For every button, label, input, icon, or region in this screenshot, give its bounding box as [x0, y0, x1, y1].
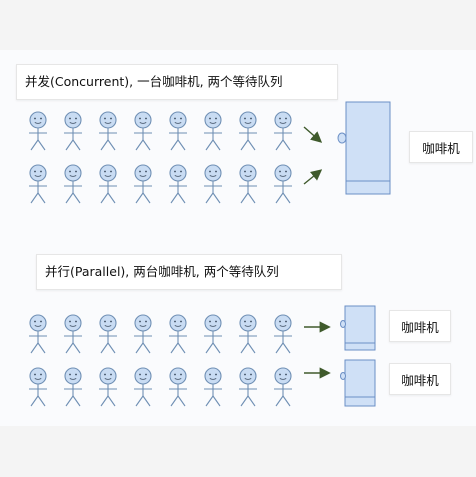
person-figure [239, 111, 257, 151]
person-figure [29, 164, 47, 204]
person-figure [64, 111, 82, 151]
person-figure [239, 164, 257, 204]
person-figure [99, 111, 117, 151]
person-figure [274, 367, 292, 407]
concurrent-title: 并发(Concurrent), 一台咖啡机, 两个等待队列 [16, 64, 338, 100]
machine-label-parallel-bottom: 咖啡机 [389, 363, 451, 395]
person-figure [99, 314, 117, 354]
person-figure [169, 111, 187, 151]
person-figure [274, 164, 292, 204]
coffee-machine-parallel-bottom [340, 359, 376, 407]
concurrent-title-text: 并发(Concurrent), 一台咖啡机, 两个等待队列 [25, 73, 283, 89]
person-figure [29, 111, 47, 151]
machine-label-parallel-top: 咖啡机 [389, 310, 451, 342]
person-figure [134, 164, 152, 204]
person-figure [99, 164, 117, 204]
arrow-queue1-concurrent [303, 126, 323, 143]
person-figure [274, 111, 292, 151]
parallel-title-text: 并行(Parallel), 两台咖啡机, 两个等待队列 [45, 263, 279, 279]
person-figure [134, 314, 152, 354]
person-figure [204, 367, 222, 407]
person-figure [204, 164, 222, 204]
person-figure [239, 314, 257, 354]
machine-label-concurrent: 咖啡机 [409, 131, 473, 163]
person-figure [274, 314, 292, 354]
parallel-title: 并行(Parallel), 两台咖啡机, 两个等待队列 [36, 254, 342, 290]
person-figure [134, 367, 152, 407]
coffee-machine-parallel-top [340, 305, 376, 351]
person-figure [169, 164, 187, 204]
coffee-machine-concurrent [337, 101, 391, 195]
person-figure [204, 111, 222, 151]
person-figure [169, 367, 187, 407]
person-figure [64, 314, 82, 354]
person-figure [64, 164, 82, 204]
person-figure [134, 111, 152, 151]
person-figure [169, 314, 187, 354]
person-figure [29, 314, 47, 354]
person-figure [99, 367, 117, 407]
waiting-queues [29, 111, 292, 407]
person-figure [239, 367, 257, 407]
person-figure [204, 314, 222, 354]
arrow-queue2-concurrent [303, 169, 323, 185]
person-figure [64, 367, 82, 407]
person-figure [29, 367, 47, 407]
